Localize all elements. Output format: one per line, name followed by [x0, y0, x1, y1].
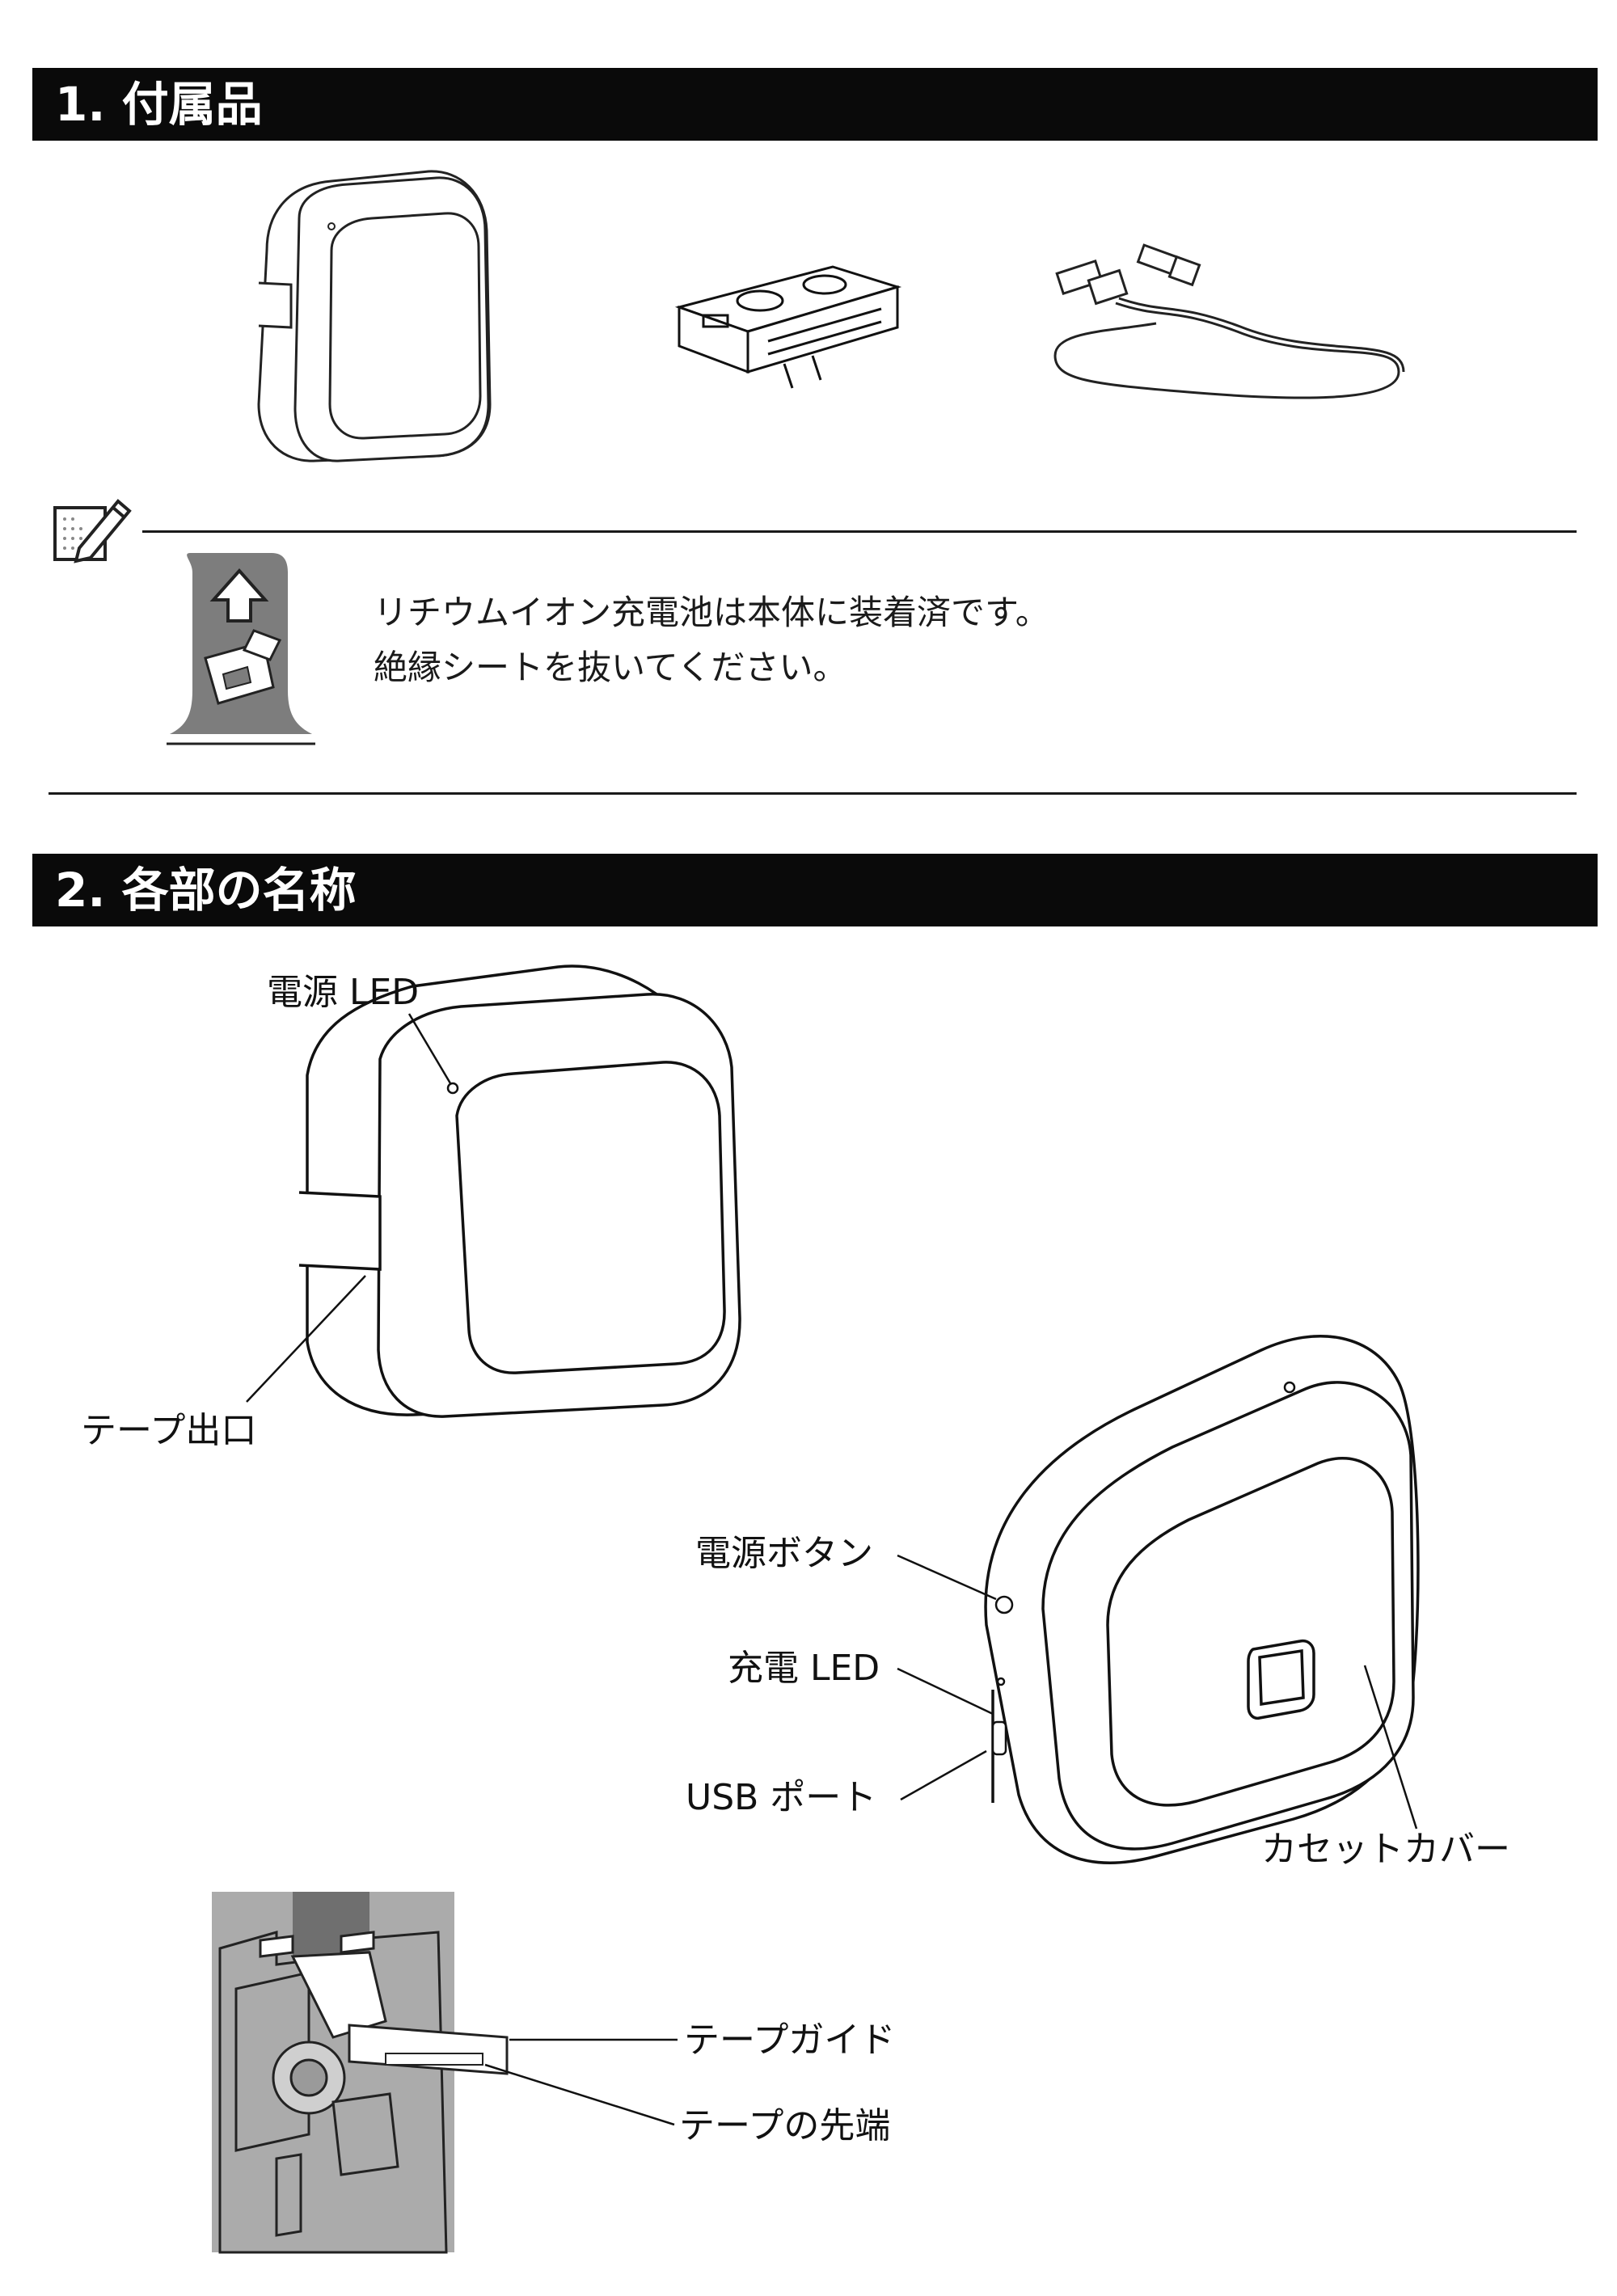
note-line-1: リチウムイオン充電池は本体に装着済です。: [374, 593, 1049, 632]
section-title: 2. 各部の名称: [55, 863, 357, 918]
section-title: 1. 付属品: [55, 77, 263, 132]
remove-insulation-sheet-icon: [167, 553, 315, 745]
memo-pencil-icon: [53, 499, 132, 563]
note-top-rule: [142, 530, 1577, 533]
label-usb-port: USB ポート: [686, 1777, 877, 1818]
section-header-part-names: 2. 各部の名称: [32, 854, 1598, 926]
label-power-button: 電源ボタン: [695, 1533, 873, 1574]
tape-cassette-icon: [674, 265, 902, 389]
note-line-2: 絶縁シートを抜いてください。: [374, 648, 847, 687]
label-tape-guide: テープガイド: [684, 2020, 896, 2061]
label-power-led: 電源 LED: [267, 972, 420, 1013]
label-charge-led: 充電 LED: [728, 1648, 880, 1689]
label-tape-tip: テープの先端: [679, 2105, 891, 2146]
usb-cable-icon: [1053, 243, 1405, 399]
label-cassette-cover: カセットカバー: [1261, 1829, 1510, 1870]
cassette-closeup-image: [212, 1892, 509, 2254]
note-bottom-rule: [49, 792, 1577, 795]
label-tape-exit: テープ出口: [81, 1410, 257, 1451]
printer-angled-view: [984, 1335, 1420, 1864]
label-printer-icon: [257, 170, 492, 462]
section-header-accessories: 1. 付属品: [32, 68, 1598, 141]
printer-front-view: [298, 964, 741, 1418]
